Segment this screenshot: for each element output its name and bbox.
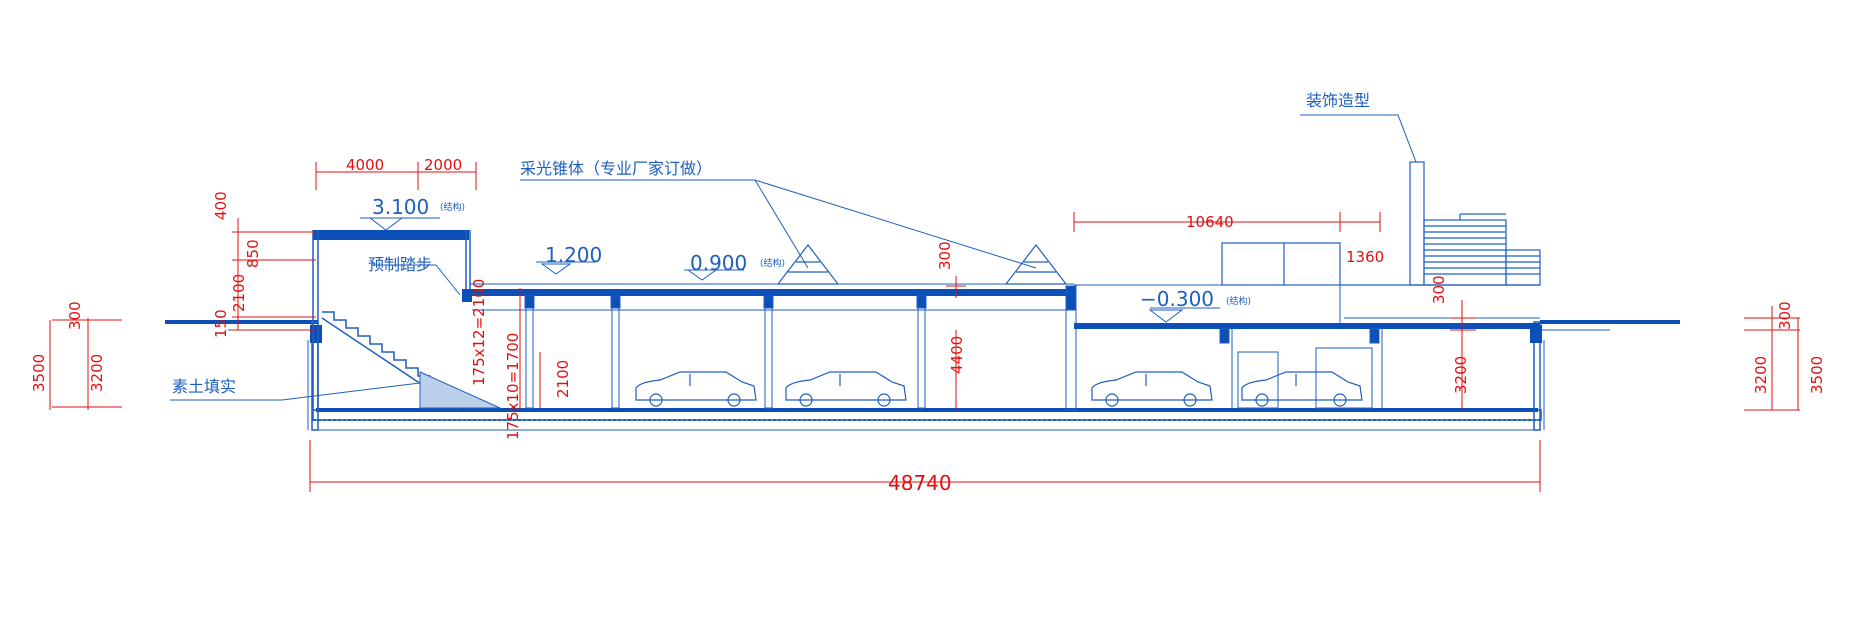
interior-doors (1237, 347, 1373, 409)
dim-4400: 4400 (948, 336, 966, 374)
label-skylight: 采光锥体（专业厂家订做） (520, 159, 712, 178)
dim-300-left: 300 (66, 301, 84, 330)
elev-m0300-note: (结构) (1226, 295, 1251, 307)
dim-150: 150 (212, 309, 230, 338)
label-compacted-soil: 素土填实 (172, 377, 236, 396)
foundation-slab (312, 408, 1542, 431)
dim-4000: 4000 (346, 156, 384, 174)
dim-2000: 2000 (424, 156, 462, 174)
dim-300-right: 300 (1430, 275, 1448, 304)
dim-300-mid: 300 (936, 241, 954, 270)
upper-building (1221, 161, 1541, 286)
elev-3100-note: (结构) (440, 201, 465, 213)
dim-2100a: 2100 (230, 274, 248, 312)
elev-m0300: −0.300 (1140, 287, 1214, 311)
dim-3200-far: 3200 (1752, 356, 1770, 394)
elevation-markers (360, 217, 1220, 323)
label-precast-steps: 预制踏步 (368, 255, 432, 274)
column-row-left (524, 285, 1077, 411)
car-1 (635, 371, 757, 407)
elev-0900: 0.900 (690, 251, 747, 275)
dim-850: 850 (244, 239, 262, 268)
dim-10640: 10640 (1186, 213, 1234, 231)
car-2 (785, 371, 907, 407)
basement-wall-left (307, 321, 322, 431)
leader-lines (170, 114, 1417, 401)
skylight-cone-1 (776, 244, 840, 285)
skylight-cone-2 (1004, 244, 1068, 285)
dim-stair-1: 175x12=2100 (470, 279, 488, 386)
elev-0900-note: (结构) (760, 257, 785, 269)
compacted-soil-fill (419, 371, 501, 409)
elev-1200: 1.200 (545, 243, 602, 267)
column-row-right (1219, 328, 1383, 408)
dim-stair-2: 175x10=1700 (504, 333, 522, 440)
dim-400: 400 (212, 191, 230, 220)
car-4 (1241, 371, 1363, 407)
elev-3100: 3.100 (372, 195, 429, 219)
dimension-lines (49, 162, 1800, 492)
car-3 (1091, 371, 1213, 407)
basement-wall-right (1530, 321, 1545, 431)
dim-3200-left: 3200 (88, 354, 106, 392)
dim-3200-right: 3200 (1452, 356, 1470, 394)
dim-2100b: 2100 (554, 360, 572, 398)
dim-300-far: 300 (1776, 301, 1794, 330)
dim-3500-far: 3500 (1808, 356, 1826, 394)
roof-slab (462, 283, 1074, 302)
dim-3500-left: 3500 (30, 354, 48, 392)
dim-1360: 1360 (1346, 248, 1384, 266)
label-deco: 装饰造型 (1306, 91, 1370, 110)
dim-48740: 48740 (888, 471, 952, 495)
